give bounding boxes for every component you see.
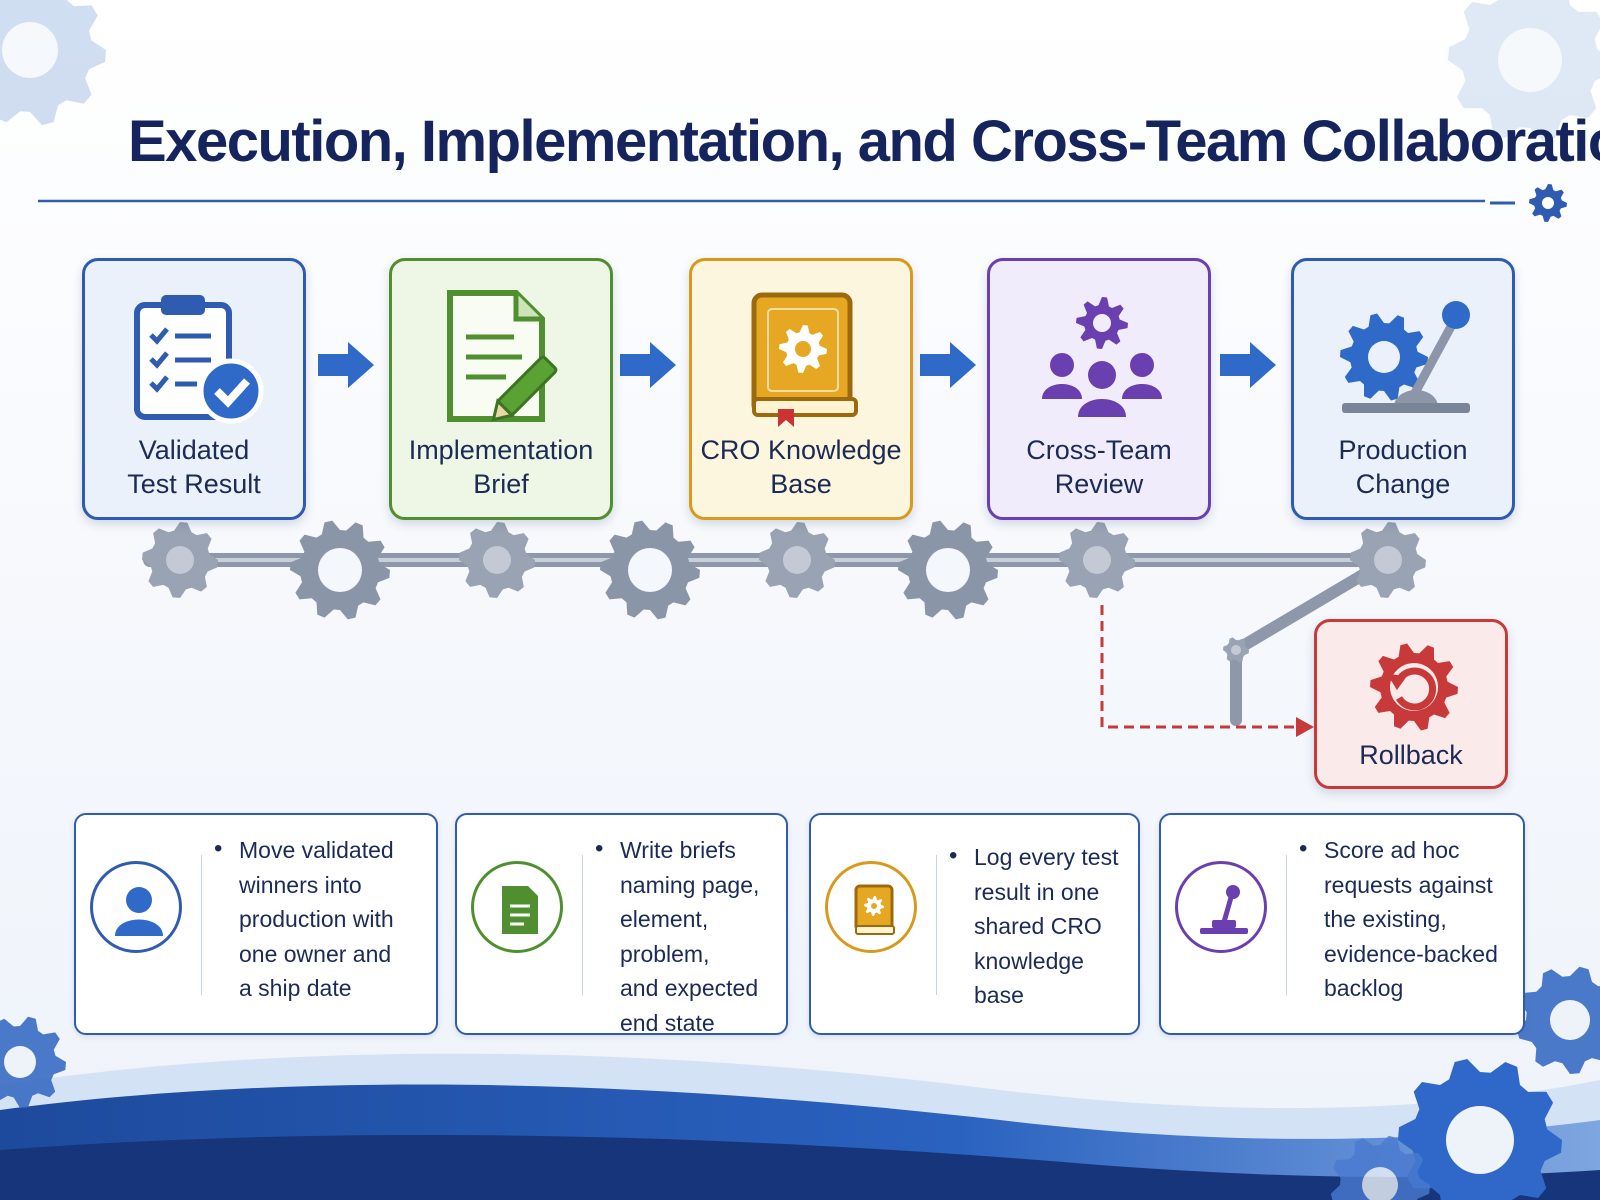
background-gear-icon xyxy=(1398,1059,1562,1200)
note-text: Write briefs naming page, element, probl… xyxy=(620,837,760,1036)
flow-arrow xyxy=(620,342,676,388)
pivot-gear-icon xyxy=(142,522,218,598)
note-card-backlog: • Score ad hoc requests against the exis… xyxy=(1159,813,1525,1035)
pivot-gear-icon xyxy=(459,522,535,598)
drive-gear-icon xyxy=(290,520,390,620)
step-production-change: Production Change xyxy=(1291,258,1515,520)
background-gear-icon xyxy=(1448,0,1600,141)
knowledge-book-icon xyxy=(854,884,895,935)
document-icon xyxy=(502,886,538,934)
rollback-path xyxy=(1100,605,1298,729)
note-text: Score ad hoc requests against the existi… xyxy=(1324,837,1498,1001)
divider xyxy=(936,855,937,995)
lever-icon xyxy=(1200,885,1248,934)
step-implementation-brief: Implementation Brief xyxy=(389,258,613,520)
note-text: Move validated winners into production w… xyxy=(239,837,394,1001)
pivot-joint-icon xyxy=(1223,637,1249,663)
knowledge-book-icon xyxy=(751,292,858,427)
gear-icon xyxy=(779,325,827,373)
document-pencil-icon xyxy=(447,290,558,422)
step-rollback: Rollback xyxy=(1314,619,1508,789)
divider xyxy=(582,855,583,995)
gear-icon xyxy=(1076,297,1128,349)
step-label: Implementation Brief xyxy=(408,435,594,499)
step-label: Validated Test Result xyxy=(127,435,261,499)
background-gear-icon xyxy=(0,0,106,126)
diagram-title: Execution, Implementation, and Cross-Tea… xyxy=(128,109,1600,174)
drive-gear-icon xyxy=(898,520,998,620)
note-icon-circle xyxy=(825,861,917,953)
bullet: • xyxy=(1299,835,1308,862)
note-card-briefs: • Write briefs naming page, element, pro… xyxy=(455,813,788,1036)
rollback-arrowhead xyxy=(1296,717,1314,737)
note-card-production: • Move validated winners into production… xyxy=(74,813,438,1035)
flow-arrow xyxy=(318,342,374,388)
gear-icon xyxy=(864,896,884,916)
team-gear-icon xyxy=(1042,297,1162,417)
step-cro-knowledge-base: CRO Knowledge Base xyxy=(689,258,913,520)
background-gear-icon xyxy=(1516,966,1600,1074)
pivot-gear-icon xyxy=(1350,522,1426,598)
pivot-gear-icon xyxy=(759,522,835,598)
bullet: • xyxy=(595,835,604,862)
gear-lever-icon xyxy=(1340,301,1470,413)
gear-icon xyxy=(1340,313,1428,401)
bullet: • xyxy=(214,835,223,862)
gear-icon xyxy=(1370,643,1458,731)
flow-arrow xyxy=(1220,342,1276,388)
note-icon-circle xyxy=(471,861,563,953)
step-label: Rollback xyxy=(1359,740,1463,770)
note-icon-circle xyxy=(1175,861,1267,953)
step-label: CRO Knowledge Base xyxy=(700,435,902,499)
flow-arrow xyxy=(920,342,976,388)
background-gear-icon xyxy=(1330,1135,1430,1200)
divider xyxy=(201,855,202,995)
step-validated-test-result: Validated Test Result xyxy=(82,258,306,520)
step-cross-team-review: Cross-Team Review xyxy=(987,258,1211,520)
drive-gear-icon xyxy=(600,520,700,620)
background-gear-icon xyxy=(0,1016,66,1108)
pivot-gear-icon xyxy=(1059,522,1135,598)
step-label: Production Change xyxy=(1338,435,1468,499)
note-icon-circle xyxy=(90,861,182,953)
title-gear-icon xyxy=(1529,184,1567,222)
note-text: Log every test result in one shared CRO … xyxy=(974,844,1119,1008)
clipboard-check-icon xyxy=(134,295,264,424)
bullet: • xyxy=(949,842,958,869)
note-card-knowledge-base: • Log every test result in one shared CR… xyxy=(809,813,1140,1035)
person-icon xyxy=(115,887,163,936)
step-label: Cross-Team Review xyxy=(1026,435,1172,499)
rollback-gear-icon xyxy=(1370,643,1458,731)
divider xyxy=(1286,855,1287,995)
